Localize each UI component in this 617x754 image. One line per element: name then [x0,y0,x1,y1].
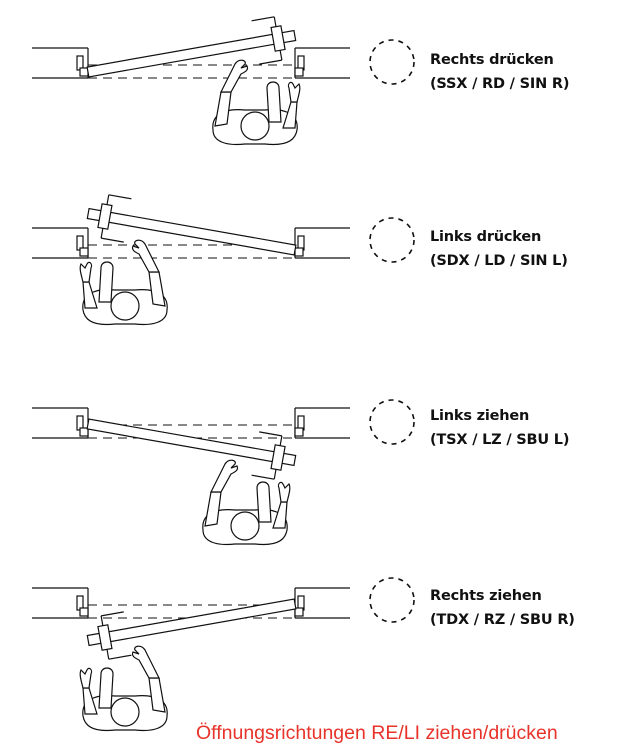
opening-direction-codes: (SDX / LD / SIN L) [430,253,568,269]
dashed-circle-marker [369,39,415,85]
label-links-druecken: Links drücken (SDX / LD / SIN L) [430,225,568,273]
opening-direction-title: Rechts drücken [430,52,554,68]
opening-direction-codes: (SSX / RD / SIN R) [430,76,570,92]
opening-direction-codes: (TDX / RZ / SBU R) [430,612,575,628]
opening-direction-codes: (TSX / LZ / SBU L) [430,432,570,448]
dashed-circle-marker [369,217,415,263]
label-rechts-druecken: Rechts drücken (SSX / RD / SIN R) [430,48,569,96]
panel-rechts-ziehen [31,577,415,732]
dashed-circle-marker [369,577,415,623]
label-links-ziehen: Links ziehen (TSX / LZ / SBU L) [430,404,569,452]
label-rechts-ziehen: Rechts ziehen (TDX / RZ / SBU R) [430,584,575,632]
opening-direction-title: Rechts ziehen [430,588,542,604]
opening-direction-title: Links ziehen [430,408,530,424]
panel-links-ziehen [31,399,415,546]
panel-rechts-druecken [31,13,415,146]
opening-direction-title: Links drücken [430,229,542,245]
panel-links-druecken [31,191,415,326]
caption: Öffnungsrichtungen RE/LI ziehen/drücken [196,722,558,744]
dashed-circle-marker [369,399,415,445]
